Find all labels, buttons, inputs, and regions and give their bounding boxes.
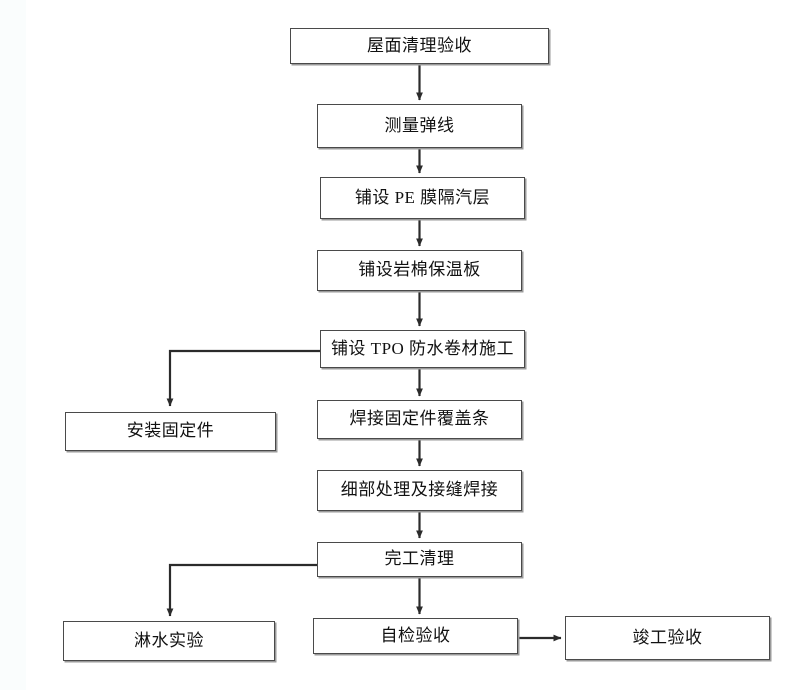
node-water-spray-test[interactable]: 淋水实验 [63,621,275,661]
node-label: 完工清理 [384,549,455,569]
node-label: 测量弹线 [384,115,455,135]
node-final-acceptance[interactable]: 竣工验收 [565,616,770,660]
node-label: 细部处理及接缝焊接 [340,480,499,500]
node-detail-seam-weld[interactable]: 细部处理及接缝焊接 [317,470,522,511]
node-label: 屋面清理验收 [367,35,472,55]
node-pe-vapor-barrier[interactable]: 铺设 PE 膜隔汽层 [320,177,525,219]
node-label: 铺设岩棉保温板 [358,260,481,280]
node-label: 竣工验收 [632,627,703,647]
node-measure-line[interactable]: 测量弹线 [317,104,522,148]
node-self-inspection[interactable]: 自检验收 [313,618,518,654]
node-final-cleanup[interactable]: 完工清理 [317,542,522,577]
node-label: 自检验收 [380,625,451,645]
node-install-fasteners[interactable]: 安装固定件 [65,412,276,451]
connector-cleanup-to-water-spray-test [166,563,317,617]
node-roof-clean-accept[interactable]: 屋面清理验收 [290,28,549,64]
node-weld-cover-strip[interactable]: 焊接固定件覆盖条 [317,400,522,439]
node-tpo-membrane[interactable]: 铺设 TPO 防水卷材施工 [320,330,525,368]
node-rock-wool-board[interactable]: 铺设岩棉保温板 [317,250,522,291]
node-label: 铺设 TPO 防水卷材施工 [330,338,515,358]
node-label: 铺设 PE 膜隔汽层 [354,187,491,207]
node-label: 淋水实验 [134,630,204,650]
node-label: 焊接固定件覆盖条 [349,409,490,429]
connector-tpo-to-install-fasteners [166,349,320,407]
node-label: 安装固定件 [126,421,215,441]
